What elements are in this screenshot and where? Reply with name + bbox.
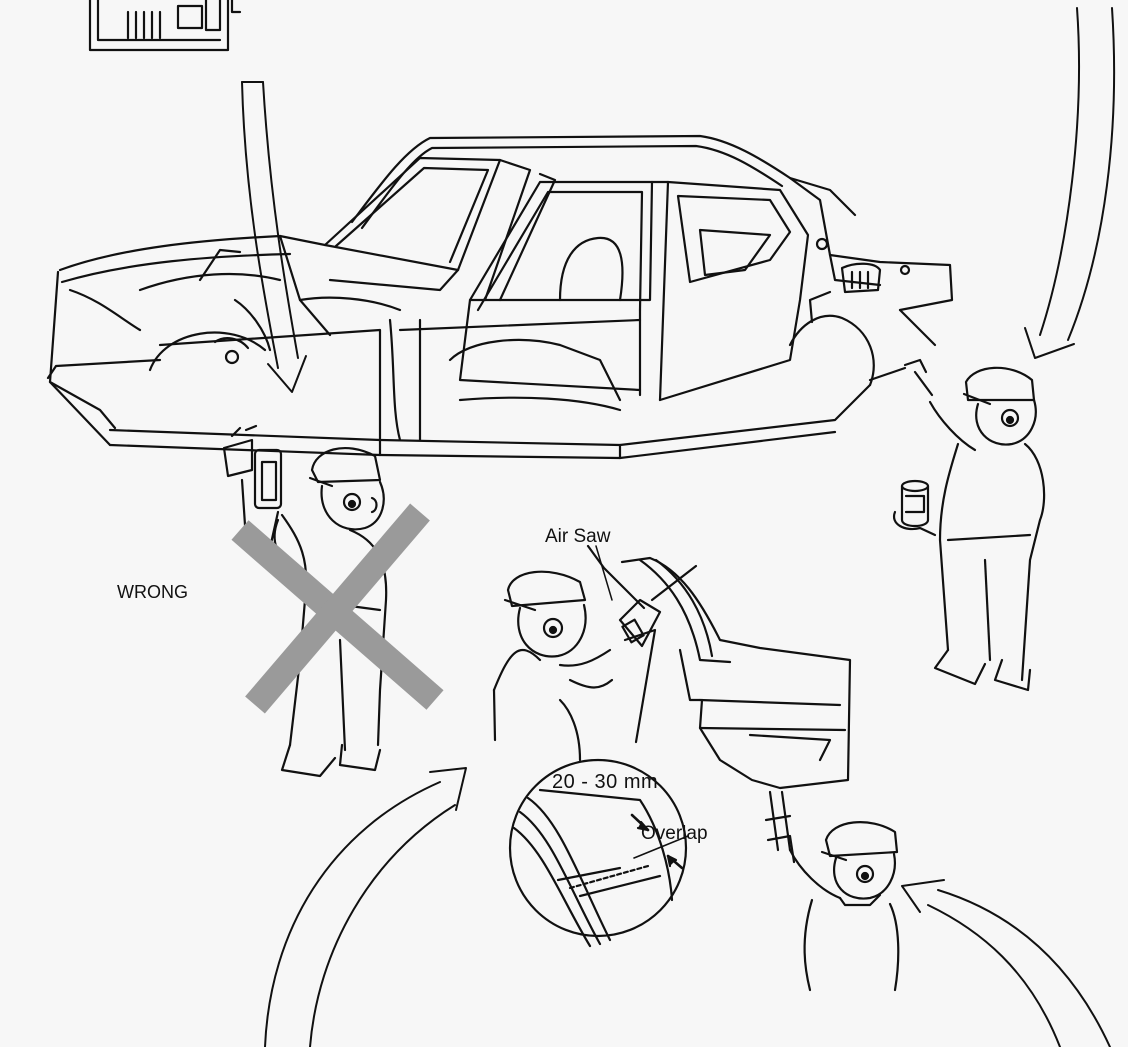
- distance-label: 20 - 30 mm: [552, 772, 658, 792]
- car-body-shell-icon: [48, 136, 952, 458]
- equipment-fragment-icon: [90, 0, 240, 50]
- overlap-label: Overlap: [641, 824, 708, 843]
- flow-arrow-icon: [1025, 8, 1114, 358]
- flow-arrow-icon: [902, 880, 1110, 1047]
- air-saw-label: Air Saw: [545, 527, 610, 546]
- quarter-panel-icon: [622, 558, 850, 788]
- sealer-can-icon: [902, 481, 928, 526]
- worker-icon: [870, 360, 1044, 690]
- wrong-x-icon: [240, 512, 435, 705]
- flow-arrow-icon: [265, 768, 466, 1047]
- wrong-label: WRONG: [117, 583, 188, 601]
- worker-icon: [766, 792, 898, 990]
- worker-icon: [494, 546, 696, 760]
